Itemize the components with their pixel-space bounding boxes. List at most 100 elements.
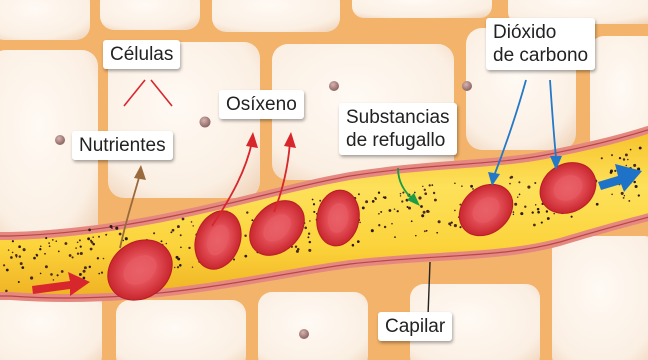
particle (513, 214, 514, 215)
particle (630, 149, 632, 151)
particle (319, 200, 321, 202)
particle (633, 181, 636, 184)
particle (174, 267, 175, 268)
particle (295, 245, 297, 247)
particle (45, 237, 47, 239)
particle (519, 194, 521, 196)
particle (192, 266, 193, 267)
nutrients-label-text: Nutrientes (79, 134, 166, 157)
particle (18, 245, 21, 248)
particle (191, 221, 193, 223)
particle (520, 212, 523, 215)
particle (628, 200, 630, 202)
particle (461, 185, 463, 187)
particle (626, 165, 628, 167)
particle (394, 236, 396, 238)
particle (571, 216, 573, 218)
co2-label-line2: de carbono (493, 44, 588, 67)
particle (180, 246, 182, 248)
particle (537, 208, 540, 211)
particle (179, 264, 182, 267)
particle (627, 159, 629, 161)
particle (357, 240, 360, 243)
particle (421, 214, 424, 217)
particle (92, 236, 94, 238)
particle (80, 252, 83, 255)
cell-nucleus (200, 117, 211, 128)
cell-nucleus (329, 81, 339, 91)
particle (6, 269, 9, 272)
particle (611, 194, 613, 196)
particle (619, 157, 621, 159)
particle (414, 192, 416, 194)
particle (77, 241, 79, 243)
oxygen-label: Osíxeno (219, 90, 304, 119)
particle (391, 223, 393, 225)
particle (639, 147, 642, 150)
particle (533, 224, 536, 227)
particle (610, 171, 613, 174)
particle (372, 200, 375, 203)
waste-label-line1: Substancias (346, 106, 450, 129)
particle (625, 153, 628, 156)
particle (313, 203, 315, 205)
particle (611, 154, 613, 156)
particle (115, 227, 118, 230)
particle (454, 210, 456, 212)
co2-label: Dióxido de carbono (486, 18, 595, 70)
particle (233, 258, 235, 260)
particle (470, 185, 473, 188)
particle (635, 185, 638, 188)
particle (89, 266, 91, 268)
particle (513, 211, 515, 213)
particle (52, 239, 54, 241)
particle (352, 244, 355, 247)
waste-label: Substancias de refugallo (339, 103, 457, 155)
cells-label-text: Células (110, 43, 173, 66)
particle (434, 199, 437, 202)
particle (244, 255, 247, 258)
particle (79, 273, 82, 276)
particle (429, 184, 431, 186)
particle (80, 246, 82, 248)
particle (18, 281, 20, 283)
particle (436, 232, 438, 234)
particle (394, 208, 396, 210)
particle (383, 196, 385, 198)
particle (408, 207, 411, 210)
particle (75, 247, 77, 249)
particle (454, 224, 457, 227)
particle (401, 200, 403, 202)
particle (297, 248, 300, 251)
particle (378, 224, 380, 226)
particle (633, 164, 636, 167)
particle (8, 249, 9, 250)
cell (258, 292, 368, 360)
particle (621, 192, 624, 195)
cell-nucleus (55, 135, 65, 145)
particle (623, 158, 625, 160)
particle (61, 270, 64, 273)
particle (454, 182, 456, 184)
particle (380, 211, 382, 213)
particle (5, 290, 8, 293)
particle (180, 234, 182, 236)
particle (423, 211, 426, 214)
particle (517, 196, 519, 198)
particle (55, 240, 57, 242)
particle (50, 273, 53, 276)
particle (308, 249, 311, 252)
particle (384, 226, 386, 228)
particle (57, 274, 59, 276)
particle (624, 195, 625, 196)
particle (119, 233, 122, 236)
particle (547, 217, 550, 220)
particle (402, 192, 404, 194)
particle (16, 256, 18, 258)
particle (39, 248, 41, 250)
cell (100, 0, 200, 30)
particle (378, 192, 380, 194)
particle (509, 183, 511, 185)
particle (166, 243, 168, 245)
